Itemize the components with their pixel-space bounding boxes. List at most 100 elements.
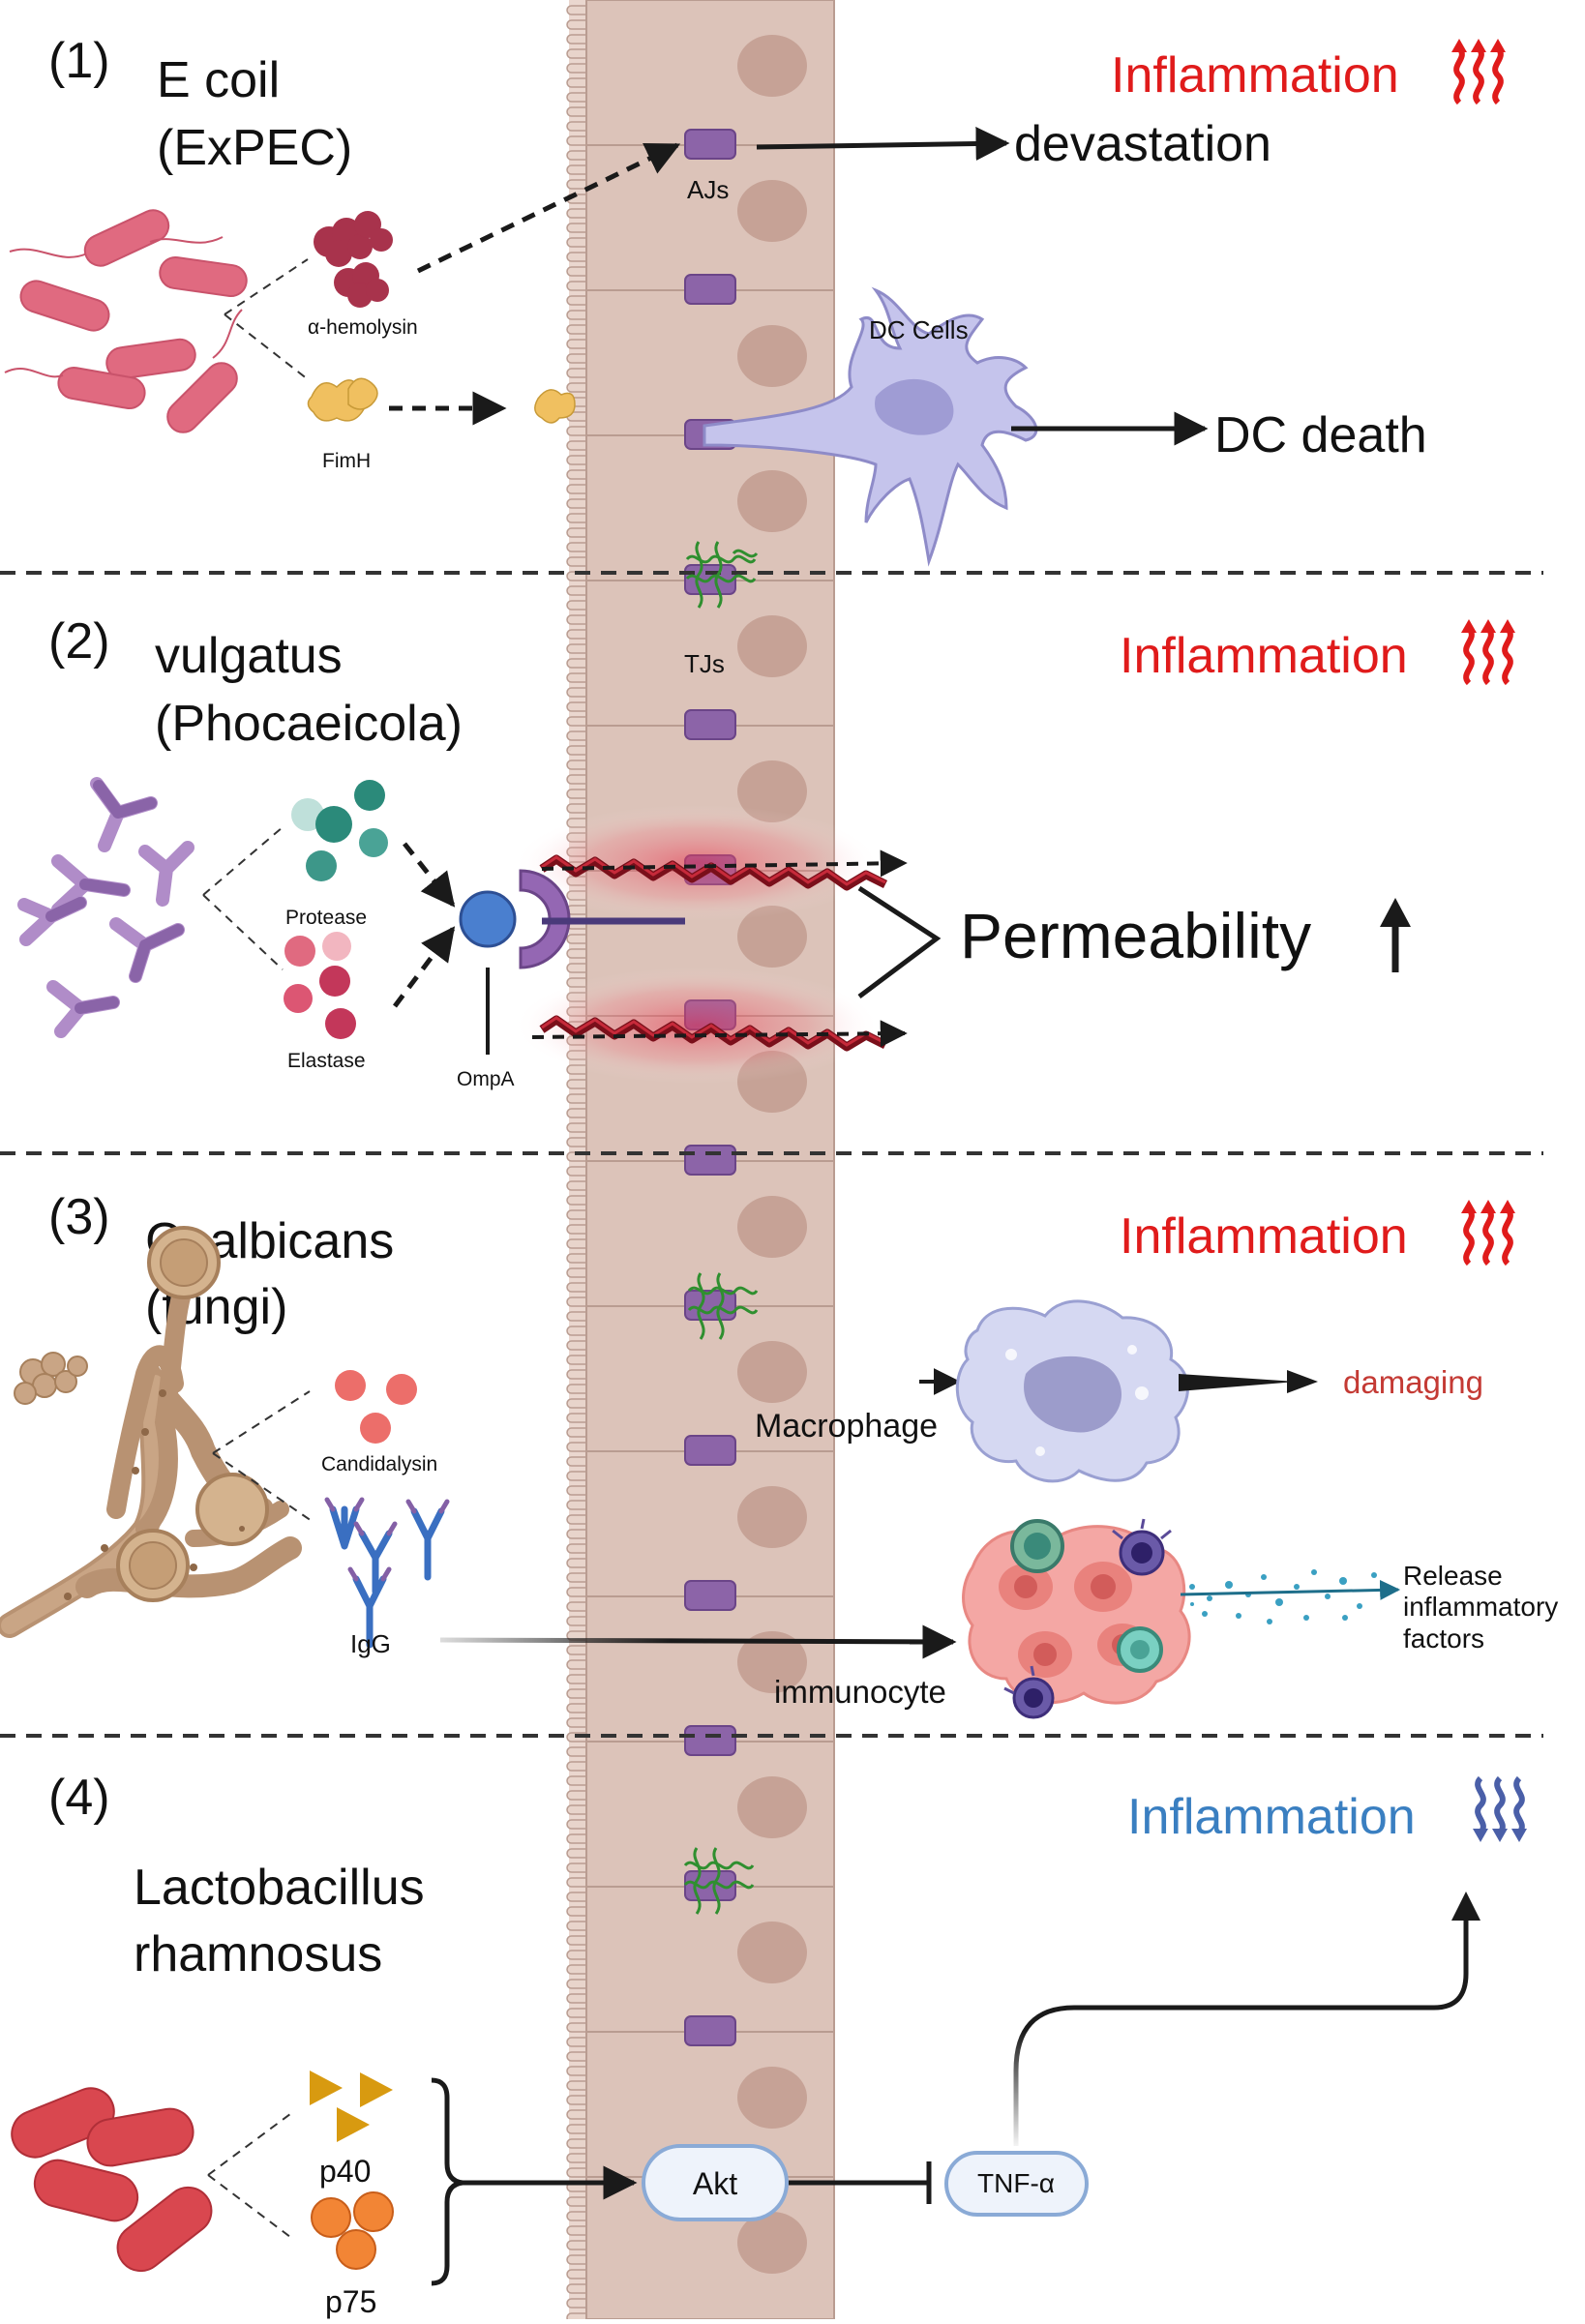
arrow-release — [1180, 1579, 1401, 1600]
y-bacteria-icon — [17, 777, 194, 1038]
wavy-up-arrows-icon — [1461, 619, 1515, 686]
arrow-line-igg — [439, 1637, 954, 1645]
organism-name: vulgatus — [155, 628, 343, 684]
release-particles — [1189, 1569, 1377, 1624]
outcome-damaging: damaging — [1343, 1364, 1483, 1400]
adherens-junction — [684, 1435, 736, 1466]
inflammation-label: Inflammation — [1120, 1208, 1408, 1265]
outcome-devastation: devastation — [1014, 116, 1271, 172]
junction-label-ajs: AJs — [687, 175, 729, 204]
cell-nucleus — [737, 1776, 807, 1838]
factor-label-protease: Protease — [285, 907, 367, 929]
inflammation-label: Inflammation — [1120, 628, 1408, 684]
cell-nucleus — [737, 1922, 807, 1983]
section-3: (3) C. albicans (fungi) — [0, 1189, 1558, 1719]
factor-label-fimh: FimH — [322, 450, 371, 472]
inflammation-label: Inflammation — [1127, 1789, 1416, 1845]
organism-subname: rhamnosus — [134, 1926, 382, 1982]
elastase-icon — [284, 932, 356, 1039]
factor-label-p40: p40 — [319, 2154, 371, 2189]
adherens-junction — [684, 1580, 736, 1611]
section-number: (2) — [48, 613, 110, 670]
candidalysin-icon — [335, 1370, 417, 1444]
cell-nucleus — [737, 906, 807, 968]
release-text-line1: Release — [1403, 1561, 1503, 1591]
p40-icon — [310, 2071, 393, 2142]
section-1: (1) E coil (ExPEC) α-hemolysin — [4, 33, 1506, 567]
junction-label-tjs: TJs — [684, 649, 725, 678]
arrow-elastase-to-ompa — [393, 926, 456, 1008]
up-arrow-icon — [1380, 898, 1411, 972]
section-number: (3) — [48, 1189, 110, 1245]
branch-lines — [207, 2113, 291, 2238]
pathway-node-akt: Akt — [693, 2166, 737, 2201]
wedge-arrow — [1179, 1374, 1297, 1391]
inflammation-label: Inflammation — [1111, 47, 1399, 104]
branch-lines — [212, 1390, 313, 1522]
cell-label-macrophage: Macrophage — [755, 1408, 938, 1445]
organism-subname: (Phocaeicola) — [155, 696, 463, 752]
release-text-line2: inflammatory — [1403, 1592, 1558, 1622]
y-bacteria-dark-icon — [45, 780, 184, 1014]
cell-nucleus — [737, 1196, 807, 1258]
section-4: (4) Lactobacillus rhamnosus p40 — [11, 1770, 1527, 2319]
cell-nucleus — [737, 760, 807, 822]
tight-junction-icon — [685, 541, 759, 609]
ompa-receptor-icon — [459, 869, 685, 1055]
cell-nucleus — [737, 180, 807, 242]
arrow-to-devastation — [756, 126, 1010, 161]
tight-junction-icon — [683, 1847, 755, 1915]
cell-nucleus — [737, 1341, 807, 1403]
cell-nucleus — [737, 325, 807, 387]
cell-nucleus — [737, 615, 807, 677]
adherens-junction — [684, 274, 736, 305]
arrow-junction-leak-bottom — [531, 1020, 908, 1048]
wavy-down-arrows-icon — [1473, 1775, 1527, 1842]
organism-name: Lactobacillus — [134, 1860, 425, 1916]
tight-junction-icon — [687, 1272, 759, 1340]
hyphae-icon — [0, 1226, 302, 1638]
dendritic-cell-icon — [703, 286, 1038, 567]
fimh-bound-icon — [534, 389, 576, 424]
cell-label-dc: DC Cells — [869, 315, 969, 344]
fimh-icon — [307, 377, 378, 422]
bracket — [857, 885, 942, 998]
macrophage-icon — [955, 1299, 1189, 1483]
cell-nucleus — [737, 1631, 807, 1693]
damage-glow — [513, 805, 881, 921]
release-text-line3: factors — [1403, 1624, 1484, 1654]
protease-icon — [291, 780, 388, 881]
bracket — [431, 2077, 464, 2286]
cell-label-immunocyte: immunocyte — [774, 1674, 946, 1710]
adherens-junction — [684, 1145, 736, 1176]
arrow-line-tnf-to-inflammation — [1013, 1916, 1469, 2146]
wavy-up-arrows-icon — [1451, 39, 1506, 105]
branch-lines — [202, 826, 284, 970]
adherens-junction — [684, 1725, 736, 1756]
rod-bacteria-icon — [4, 209, 248, 433]
factor-label-hemolysin: α-hemolysin — [308, 316, 418, 339]
cell-nucleus — [737, 2067, 807, 2129]
section-number: (1) — [48, 33, 110, 89]
epithelium-column — [566, 0, 835, 2323]
rod-bacteria-icon — [11, 2087, 213, 2273]
organism-name: E coil — [157, 52, 280, 108]
organism-subname: (ExPEC) — [157, 120, 352, 176]
arrow-head-tnf-to-inflammation — [1451, 1892, 1480, 1921]
adherens-junction — [684, 1290, 736, 1321]
section-2: (2) vulgatus (Phocaeicola) TJs — [17, 541, 1515, 1090]
adherens-junction — [684, 129, 736, 160]
section-dividers — [0, 571, 1543, 1738]
outcome-dc-death: DC death — [1214, 407, 1427, 463]
factor-label-p75: p75 — [325, 2284, 376, 2319]
factor-label-elastase: Elastase — [287, 1050, 366, 1072]
cell-nucleus — [737, 35, 807, 97]
cell-nucleus — [737, 470, 807, 532]
cell-nucleus — [737, 2212, 807, 2274]
section-number: (4) — [48, 1770, 110, 1826]
adherens-junction — [684, 709, 736, 740]
p75-icon — [311, 2191, 394, 2270]
immunocyte-cluster-icon — [962, 1518, 1191, 1719]
